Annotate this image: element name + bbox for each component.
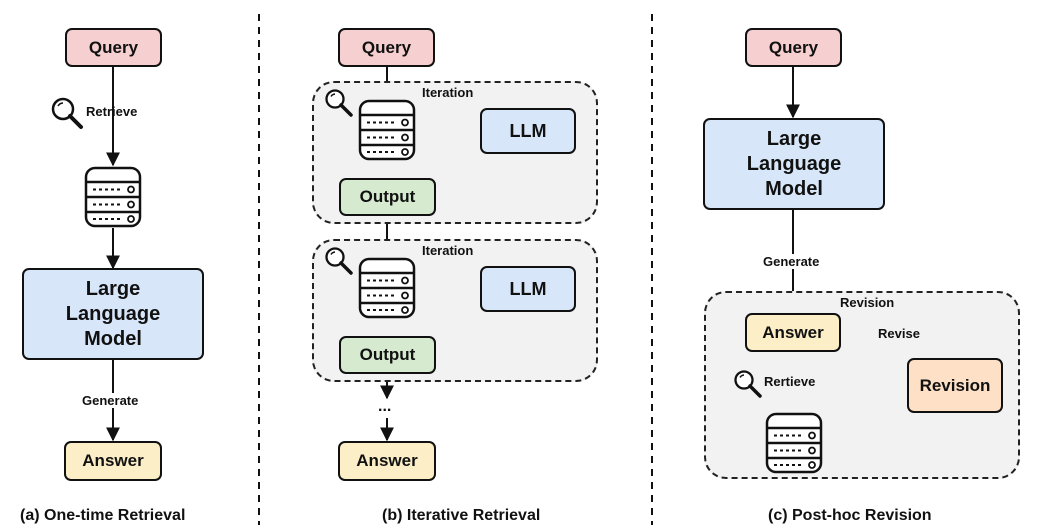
- llm-box-a: Large Language Model: [22, 268, 204, 360]
- database-icon-a: [84, 166, 142, 228]
- magnifier-icon-b2: [325, 247, 353, 275]
- answer-box-a: Answer: [64, 441, 162, 481]
- answer-box-b: Answer: [338, 441, 436, 481]
- database-icon-b2: [358, 257, 416, 319]
- database-icon-c: [765, 412, 823, 474]
- query-box-a: Query: [65, 28, 162, 67]
- magnifier-icon-b1: [325, 89, 353, 117]
- iteration-label-1: Iteration: [422, 85, 474, 100]
- revision-box: Revision: [907, 358, 1003, 413]
- output-box-b2: Output: [339, 336, 436, 374]
- generate-label-c: Generate: [761, 254, 822, 269]
- database-icon-b1: [358, 99, 416, 161]
- revise-label: Revise: [876, 326, 922, 341]
- rertieve-label: Rertieve: [764, 374, 816, 389]
- generate-label-a: Generate: [80, 393, 141, 408]
- caption-a: (a) One-time Retrieval: [20, 507, 186, 524]
- query-box-b: Query: [338, 28, 435, 67]
- caption-c: (c) Post-hoc Revision: [768, 507, 932, 524]
- llm-box-b1: LLM: [480, 108, 576, 154]
- ellipsis-label: ...: [378, 398, 392, 415]
- output-box-b1: Output: [339, 178, 436, 216]
- caption-b: (b) Iterative Retrieval: [382, 507, 541, 524]
- retrieve-label-a: Retrieve: [86, 104, 138, 119]
- llm-box-c: Large Language Model: [703, 118, 885, 210]
- llm-box-b2: LLM: [480, 266, 576, 312]
- magnifier-icon-c: [734, 370, 762, 398]
- answer-box-c: Answer: [745, 313, 841, 352]
- query-box-c: Query: [745, 28, 842, 67]
- magnifier-icon-a: [51, 97, 83, 129]
- iteration-label-2: Iteration: [422, 243, 474, 258]
- revision-group-label: Revision: [840, 295, 895, 310]
